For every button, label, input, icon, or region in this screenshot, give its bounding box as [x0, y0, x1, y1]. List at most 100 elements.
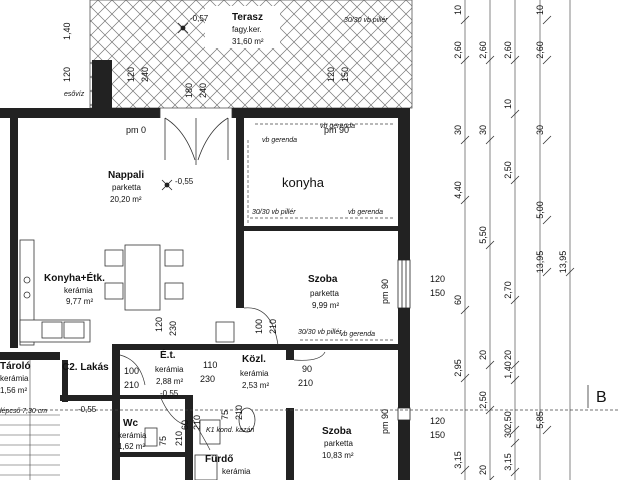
dim-tick — [460, 373, 470, 383]
dim-chain-col1-value: 10 — [453, 5, 463, 15]
door-dim-d11a: 60 — [180, 420, 190, 430]
dim-tick — [460, 135, 470, 145]
door-dim-d7b: 230 — [200, 374, 215, 384]
axis-label-b: B — [596, 389, 607, 406]
room-floor-kozl: kerámia — [240, 369, 269, 378]
walls — [0, 60, 410, 480]
bathroom-fixtures — [144, 321, 256, 480]
terrace-level: -0,57 — [190, 14, 209, 23]
dim-tick — [510, 425, 520, 435]
door-dim-d6a: 100 — [124, 366, 139, 376]
dim-tick — [510, 175, 520, 185]
door-dim-d5b: 210 — [268, 319, 278, 334]
dim-tick — [485, 360, 495, 370]
dim-chain-col1-value: 30 — [453, 125, 463, 135]
window-dim-w1a: 120 — [430, 274, 445, 284]
door-dim-d7a: 110 — [203, 360, 217, 370]
room-name-terasz: Terasz — [232, 12, 263, 23]
dim-chain-col4-value: 30 — [535, 125, 545, 135]
room-area-wc: 1,62 m² — [118, 442, 145, 451]
stair-sign: lépcső 7,30 cm — [0, 408, 47, 415]
door-dim-d3a: 120 — [326, 67, 336, 82]
room-name-nappali: Nappali — [108, 170, 144, 181]
room-floor-tarolo: kerámia — [0, 374, 29, 383]
dim-chain-col3-value: 2,70 — [503, 281, 513, 299]
dim-tick — [460, 55, 470, 65]
dim-chain-col5-value: 13,95 — [558, 251, 568, 274]
room-area-konyhaetk: 9,77 m² — [66, 297, 93, 306]
dim-chain-col3-value: 20 — [503, 350, 513, 360]
level-marker-1 — [161, 179, 173, 191]
door-dim-d6b: 210 — [124, 380, 139, 390]
et-level: -0,55 — [160, 389, 179, 398]
room-floor-konyhaetk: kerámia — [64, 286, 93, 295]
room-floor-szoba1: parketta — [310, 289, 339, 298]
dimension-lines — [464, 0, 571, 480]
dining-table — [104, 244, 184, 311]
door-dim-d1b: 240 — [140, 67, 150, 82]
room-floor-et: kerámia — [155, 365, 184, 374]
dim-tick — [485, 135, 495, 145]
level-marker-2 — [177, 22, 189, 34]
beam-label-2: vb gerenda — [348, 209, 383, 216]
room-name-kozl: Közl. — [242, 354, 266, 365]
dim-tick — [542, 215, 552, 225]
window-dim-w1b: 150 — [430, 288, 445, 298]
window-dim-w2a: 120 — [430, 416, 445, 426]
dim-chain-col2-value: 5,50 — [478, 226, 488, 244]
room-name-wc: Wc — [123, 418, 138, 429]
room-floor-terasz: fagy.ker. — [232, 25, 262, 34]
door-dim-d3b: 150 — [340, 67, 350, 82]
pillar-label-1: 30/30 vb pillér — [252, 209, 296, 216]
dim-chain-col3-value: 1,40 — [503, 361, 513, 379]
pm-label-2: pm 90 — [324, 125, 349, 135]
dim-chain-col4-value: 10 — [535, 5, 545, 15]
dim-tick — [510, 375, 520, 385]
dim-chain-col2-value: 2,60 — [478, 41, 488, 59]
room-floor-wc: kerámia — [118, 431, 147, 440]
dim-tick — [510, 55, 520, 65]
dim-chain-col2-value: 30 — [478, 125, 488, 135]
dim-tick — [542, 15, 552, 25]
dim-tick — [485, 55, 495, 65]
dim-chain-col3-value: 2,60 — [503, 41, 513, 59]
pillar-label-top: 30/30 vb pillér — [344, 17, 388, 24]
door-dim-d10b: 210 — [174, 431, 184, 446]
door-dim-d9a: 75 — [220, 410, 230, 420]
apartment-label: C2. Lakás — [62, 362, 109, 373]
window-right-1 — [397, 259, 411, 309]
room-area-kozl: 2,53 m² — [242, 381, 269, 390]
door-swings — [119, 307, 326, 451]
beam-label-4: vb gerenda — [320, 123, 355, 130]
room-area-nappali: 20,20 m² — [110, 195, 142, 204]
dim-tick — [489, 475, 495, 480]
dim-tick — [485, 240, 495, 250]
dim-tick — [565, 267, 575, 277]
room-name-tarolo: Tároló — [0, 361, 31, 372]
side-label-120: 120 — [62, 67, 72, 82]
rainwater-label: esővíz — [64, 91, 85, 98]
dim-chain-col3-value: 2,50 — [503, 161, 513, 179]
kitchen-counter — [19, 239, 91, 346]
dim-chain-col1-value: 2,95 — [453, 359, 463, 377]
dim-tick — [510, 438, 520, 448]
door-dim-d4a: 120 — [154, 317, 164, 332]
dim-tick — [542, 267, 552, 277]
beam-label-3: vb gerenda — [340, 331, 375, 338]
dim-chain-col4-value: 5,85 — [535, 411, 545, 429]
door-dim-d9b: 210 — [234, 405, 244, 420]
room-name-et: É.t. — [160, 348, 176, 361]
terrace-doors — [159, 108, 233, 165]
beam-label-1: vb gerenda — [262, 137, 297, 144]
dim-chain-col3-value: 2,50 — [503, 411, 513, 429]
room-floor-szoba2: parketta — [324, 439, 353, 448]
dim-tick — [510, 360, 520, 370]
dim-chain-col2-value: 2,50 — [478, 391, 488, 409]
room-name-konyha: konyha — [282, 175, 325, 190]
terrace-label-bg — [205, 6, 280, 48]
dim-tick — [460, 305, 470, 315]
dim-tick — [460, 465, 470, 475]
